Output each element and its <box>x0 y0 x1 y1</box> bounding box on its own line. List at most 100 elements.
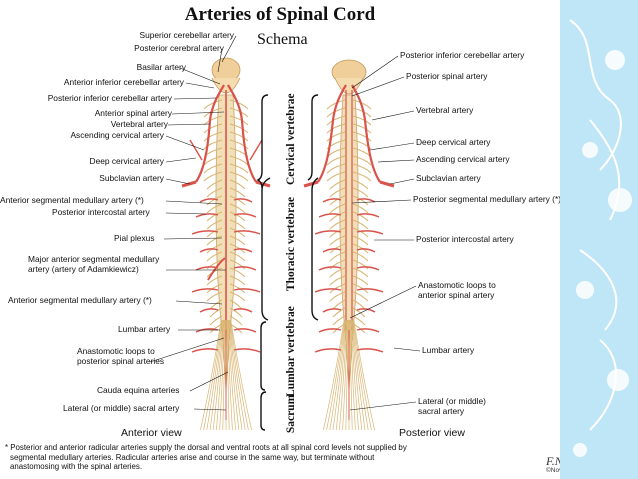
label-posterior-cerebral-artery: Posterior cerebral artery <box>134 43 224 53</box>
leader-line <box>221 35 237 63</box>
anterior-root <box>229 267 246 278</box>
label-ascending-cervical-artery-right: Ascending cervical artery <box>416 154 510 164</box>
anterior-segmental-artery <box>233 248 253 253</box>
posterior-root <box>352 211 369 222</box>
anterior-root <box>203 163 223 174</box>
leader-line <box>149 337 225 363</box>
label-lateral-sacral-artery-left: Lateral (or middle) sacral artery <box>63 403 180 413</box>
anterior-cauda-root <box>219 319 226 431</box>
anterior-cauda-root <box>200 319 222 431</box>
label-lumbar-artery-left: Lumbar artery <box>118 324 171 334</box>
leader-line <box>165 212 207 215</box>
posterior-segmental-artery <box>356 248 376 253</box>
label-anterior-segmental-medullary-artery-lower: Anterior segmental medullary artery (*) <box>8 295 152 305</box>
posterior-root <box>326 115 346 126</box>
anterior-root <box>229 115 249 126</box>
anterior-root <box>229 243 246 254</box>
posterior-root <box>329 267 346 278</box>
anterior-root <box>229 235 246 246</box>
posterior-cauda-root <box>326 319 346 431</box>
posterior-root <box>352 315 366 326</box>
posterior-segmental-artery <box>314 348 342 353</box>
label-anastomotic-loops-posterior-1: Anastomotic loops to <box>77 346 155 356</box>
anterior-segmental-artery <box>233 288 261 293</box>
label-pial-plexus: Pial plexus <box>114 233 155 243</box>
posterior-root <box>352 267 369 278</box>
leader-line <box>165 200 223 205</box>
posterior-cauda-root <box>332 319 347 431</box>
anterior-cauda-root <box>212 319 224 431</box>
posterior-segmental-artery <box>314 230 342 235</box>
anterior-segmental-artery <box>191 230 219 235</box>
label-basilar-artery: Basilar artery <box>136 62 186 72</box>
posterior-root <box>352 251 369 262</box>
anterior-cauda-root <box>226 319 233 431</box>
region-thoracic-label: Thoracic vertebrae <box>285 196 297 292</box>
posterior-cauda-root <box>351 319 366 431</box>
posterior-segmental-artery <box>322 198 342 203</box>
leader-line <box>171 111 225 115</box>
anterior-root <box>206 195 223 206</box>
label-lateral-sacral-artery-right-2: sacral artery <box>418 406 465 416</box>
anterior-root <box>229 131 249 142</box>
posterior-root <box>352 299 366 310</box>
region-sacrum-label: Sacrum <box>285 394 297 434</box>
footnote: * Posterior and anterior radicular arter… <box>5 443 525 472</box>
anterior-root <box>206 283 223 294</box>
label-anastomotic-loops-posterior-2: posterior spinal arteries <box>77 356 165 366</box>
posterior-cauda-root <box>353 319 375 431</box>
posterior-root <box>352 99 372 110</box>
anterior-root <box>206 219 223 230</box>
posterior-root <box>329 259 346 270</box>
anterior-root <box>229 155 249 166</box>
anterior-segmental-artery <box>233 230 261 235</box>
anterior-root <box>203 171 223 182</box>
leader-line <box>217 48 223 73</box>
anterior-cauda-root <box>206 319 223 431</box>
anterior-root <box>229 299 243 310</box>
anterior-root <box>206 211 223 222</box>
anterior-cauda-root <box>222 319 226 431</box>
anterior-root <box>229 179 246 190</box>
anterior-root <box>229 171 249 182</box>
anterior-root <box>203 131 223 142</box>
posterior-segmental-artery <box>322 308 342 313</box>
anterior-segmental-artery <box>195 328 219 333</box>
posterior-segmental-artery <box>356 266 380 271</box>
anterior-root <box>229 307 243 318</box>
label-posterior-inferior-cerebellar-artery-right: Posterior inferior cerebellar artery <box>400 50 525 60</box>
posterior-root <box>326 99 346 110</box>
region-cervical: Cervical vertebrae <box>285 93 297 185</box>
leader-lines <box>149 35 421 411</box>
posterior-segmental-artery <box>318 266 342 271</box>
anterior-root <box>229 123 249 134</box>
label-vertebral-artery-right: Vertebral artery <box>416 105 474 115</box>
anterior-root <box>209 315 223 326</box>
decorative-floral-panel <box>560 0 638 479</box>
anterior-root <box>229 187 246 198</box>
label-posterior-segmental-medullary-artery: Posterior segmental medullary artery (*) <box>413 194 562 204</box>
posterior-cauda-root <box>323 319 345 431</box>
anterior-figure <box>181 57 271 431</box>
anterior-segmental-artery <box>233 348 261 353</box>
leader-line <box>175 300 223 305</box>
posterior-root <box>326 123 346 134</box>
posterior-segmental-artery <box>318 213 342 218</box>
posterior-root <box>352 179 369 190</box>
posterior-root <box>329 291 346 302</box>
region-sacrum: Sacrum <box>285 379 297 449</box>
posterior-segmental-artery <box>318 328 342 333</box>
label-superior-cerebellar-artery: Superior cerebellar artery <box>139 30 235 40</box>
label-anterior-inferior-cerebellar-artery: Anterior inferior cerebellar artery <box>63 77 184 87</box>
anterior-root <box>206 251 223 262</box>
label-anastomotic-loops-anterior-1: Anastomotic loops to <box>418 280 496 290</box>
posterior-root <box>352 235 369 246</box>
posterior-root <box>329 283 346 294</box>
anterior-root <box>206 259 223 270</box>
anterior-root <box>203 123 223 134</box>
anterior-segmental-artery <box>195 213 219 218</box>
posterior-root <box>352 275 369 286</box>
label-anterior-segmental-medullary-artery-upper: Anterior segmental medullary artery (*) <box>0 195 144 205</box>
posterior-cauda-root <box>342 319 349 431</box>
leader-line <box>349 285 417 319</box>
